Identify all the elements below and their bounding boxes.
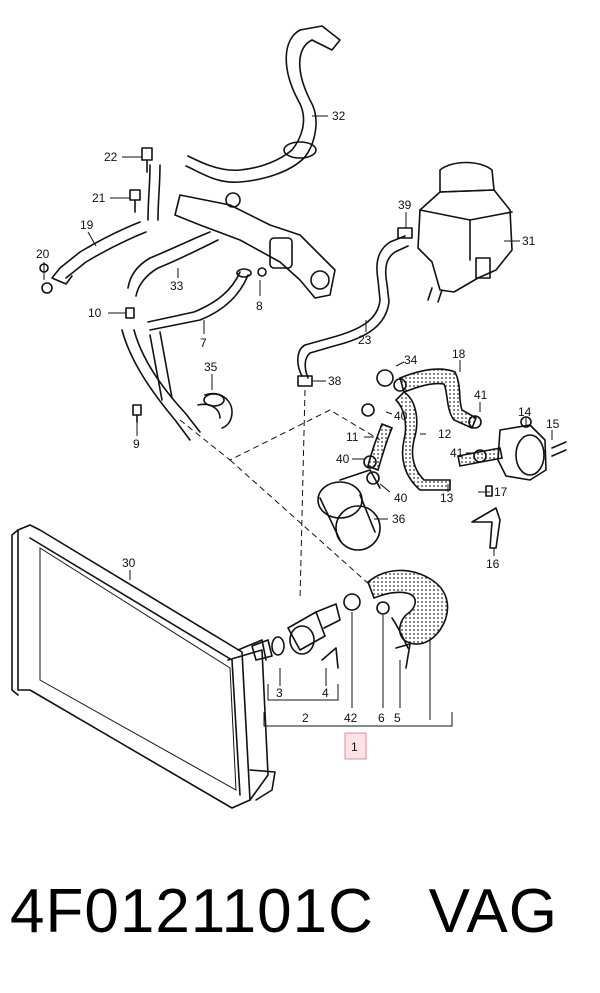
part-5-main-hose bbox=[367, 569, 449, 669]
callout-7: 7 bbox=[200, 336, 207, 350]
callout-41a: 41 bbox=[474, 388, 488, 402]
callout-40c: 40 bbox=[394, 491, 408, 505]
part-30-radiator bbox=[11, 524, 276, 809]
callout-3: 3 bbox=[276, 686, 283, 700]
item-1-highlight bbox=[344, 732, 367, 760]
part-23-hose bbox=[297, 227, 413, 387]
bolts bbox=[39, 147, 153, 423]
callout-32: 32 bbox=[332, 109, 346, 123]
callout-10: 10 bbox=[88, 306, 102, 320]
callout-40b: 40 bbox=[336, 452, 350, 466]
callout-12: 12 bbox=[438, 427, 452, 441]
callout-35: 35 bbox=[204, 360, 218, 374]
small-hoses bbox=[361, 368, 503, 491]
callout-38: 38 bbox=[328, 374, 342, 388]
callout-20: 20 bbox=[36, 247, 50, 261]
callout-19: 19 bbox=[80, 218, 94, 232]
callout-30: 30 bbox=[122, 556, 136, 570]
callout-23: 23 bbox=[358, 333, 372, 347]
brand-name: VAG bbox=[428, 877, 558, 946]
callout-21: 21 bbox=[92, 191, 106, 205]
callout-6: 6 bbox=[378, 711, 385, 725]
part-lower-pipe bbox=[121, 329, 233, 441]
callout-leaders bbox=[43, 115, 553, 727]
callout-14: 14 bbox=[518, 405, 532, 419]
part-32-hose bbox=[185, 25, 341, 183]
part-14-pump bbox=[471, 416, 567, 549]
callout-36: 36 bbox=[392, 512, 406, 526]
reference-lines bbox=[179, 389, 381, 601]
part-number: 4F0121101C bbox=[10, 877, 374, 946]
callout-33: 33 bbox=[170, 279, 184, 293]
part-31-expansion-tank bbox=[417, 161, 513, 303]
callout-5: 5 bbox=[394, 711, 401, 725]
callout-18: 18 bbox=[452, 347, 466, 361]
callout-13: 13 bbox=[440, 491, 454, 505]
callout-labels: 32 22 21 19 20 33 8 10 7 35 9 39 31 23 3… bbox=[36, 109, 560, 754]
callout-40a: 40 bbox=[394, 409, 408, 423]
callout-41b: 41 bbox=[450, 446, 464, 460]
coolant-pipe-assembly bbox=[41, 164, 336, 331]
part-number-caption: 4F0121101C VAG bbox=[10, 872, 590, 952]
callout-34: 34 bbox=[404, 353, 418, 367]
parts-2-3-4-fittings bbox=[251, 593, 390, 669]
callout-9: 9 bbox=[133, 437, 140, 451]
callout-1: 1 bbox=[351, 740, 358, 754]
callout-16: 16 bbox=[486, 557, 500, 571]
callout-8: 8 bbox=[256, 299, 263, 313]
callout-11: 11 bbox=[346, 430, 359, 444]
callout-22: 22 bbox=[104, 150, 118, 164]
callout-42: 42 bbox=[344, 711, 358, 725]
callout-17: 17 bbox=[494, 485, 508, 499]
parts-diagram: 32 22 21 19 20 33 8 10 7 35 9 39 31 23 3… bbox=[11, 25, 567, 809]
callout-39: 39 bbox=[398, 198, 412, 212]
part-36-canister bbox=[317, 469, 381, 551]
callout-31: 31 bbox=[522, 234, 536, 248]
callout-2: 2 bbox=[302, 711, 309, 725]
callout-4: 4 bbox=[322, 686, 329, 700]
callout-15: 15 bbox=[546, 417, 560, 431]
